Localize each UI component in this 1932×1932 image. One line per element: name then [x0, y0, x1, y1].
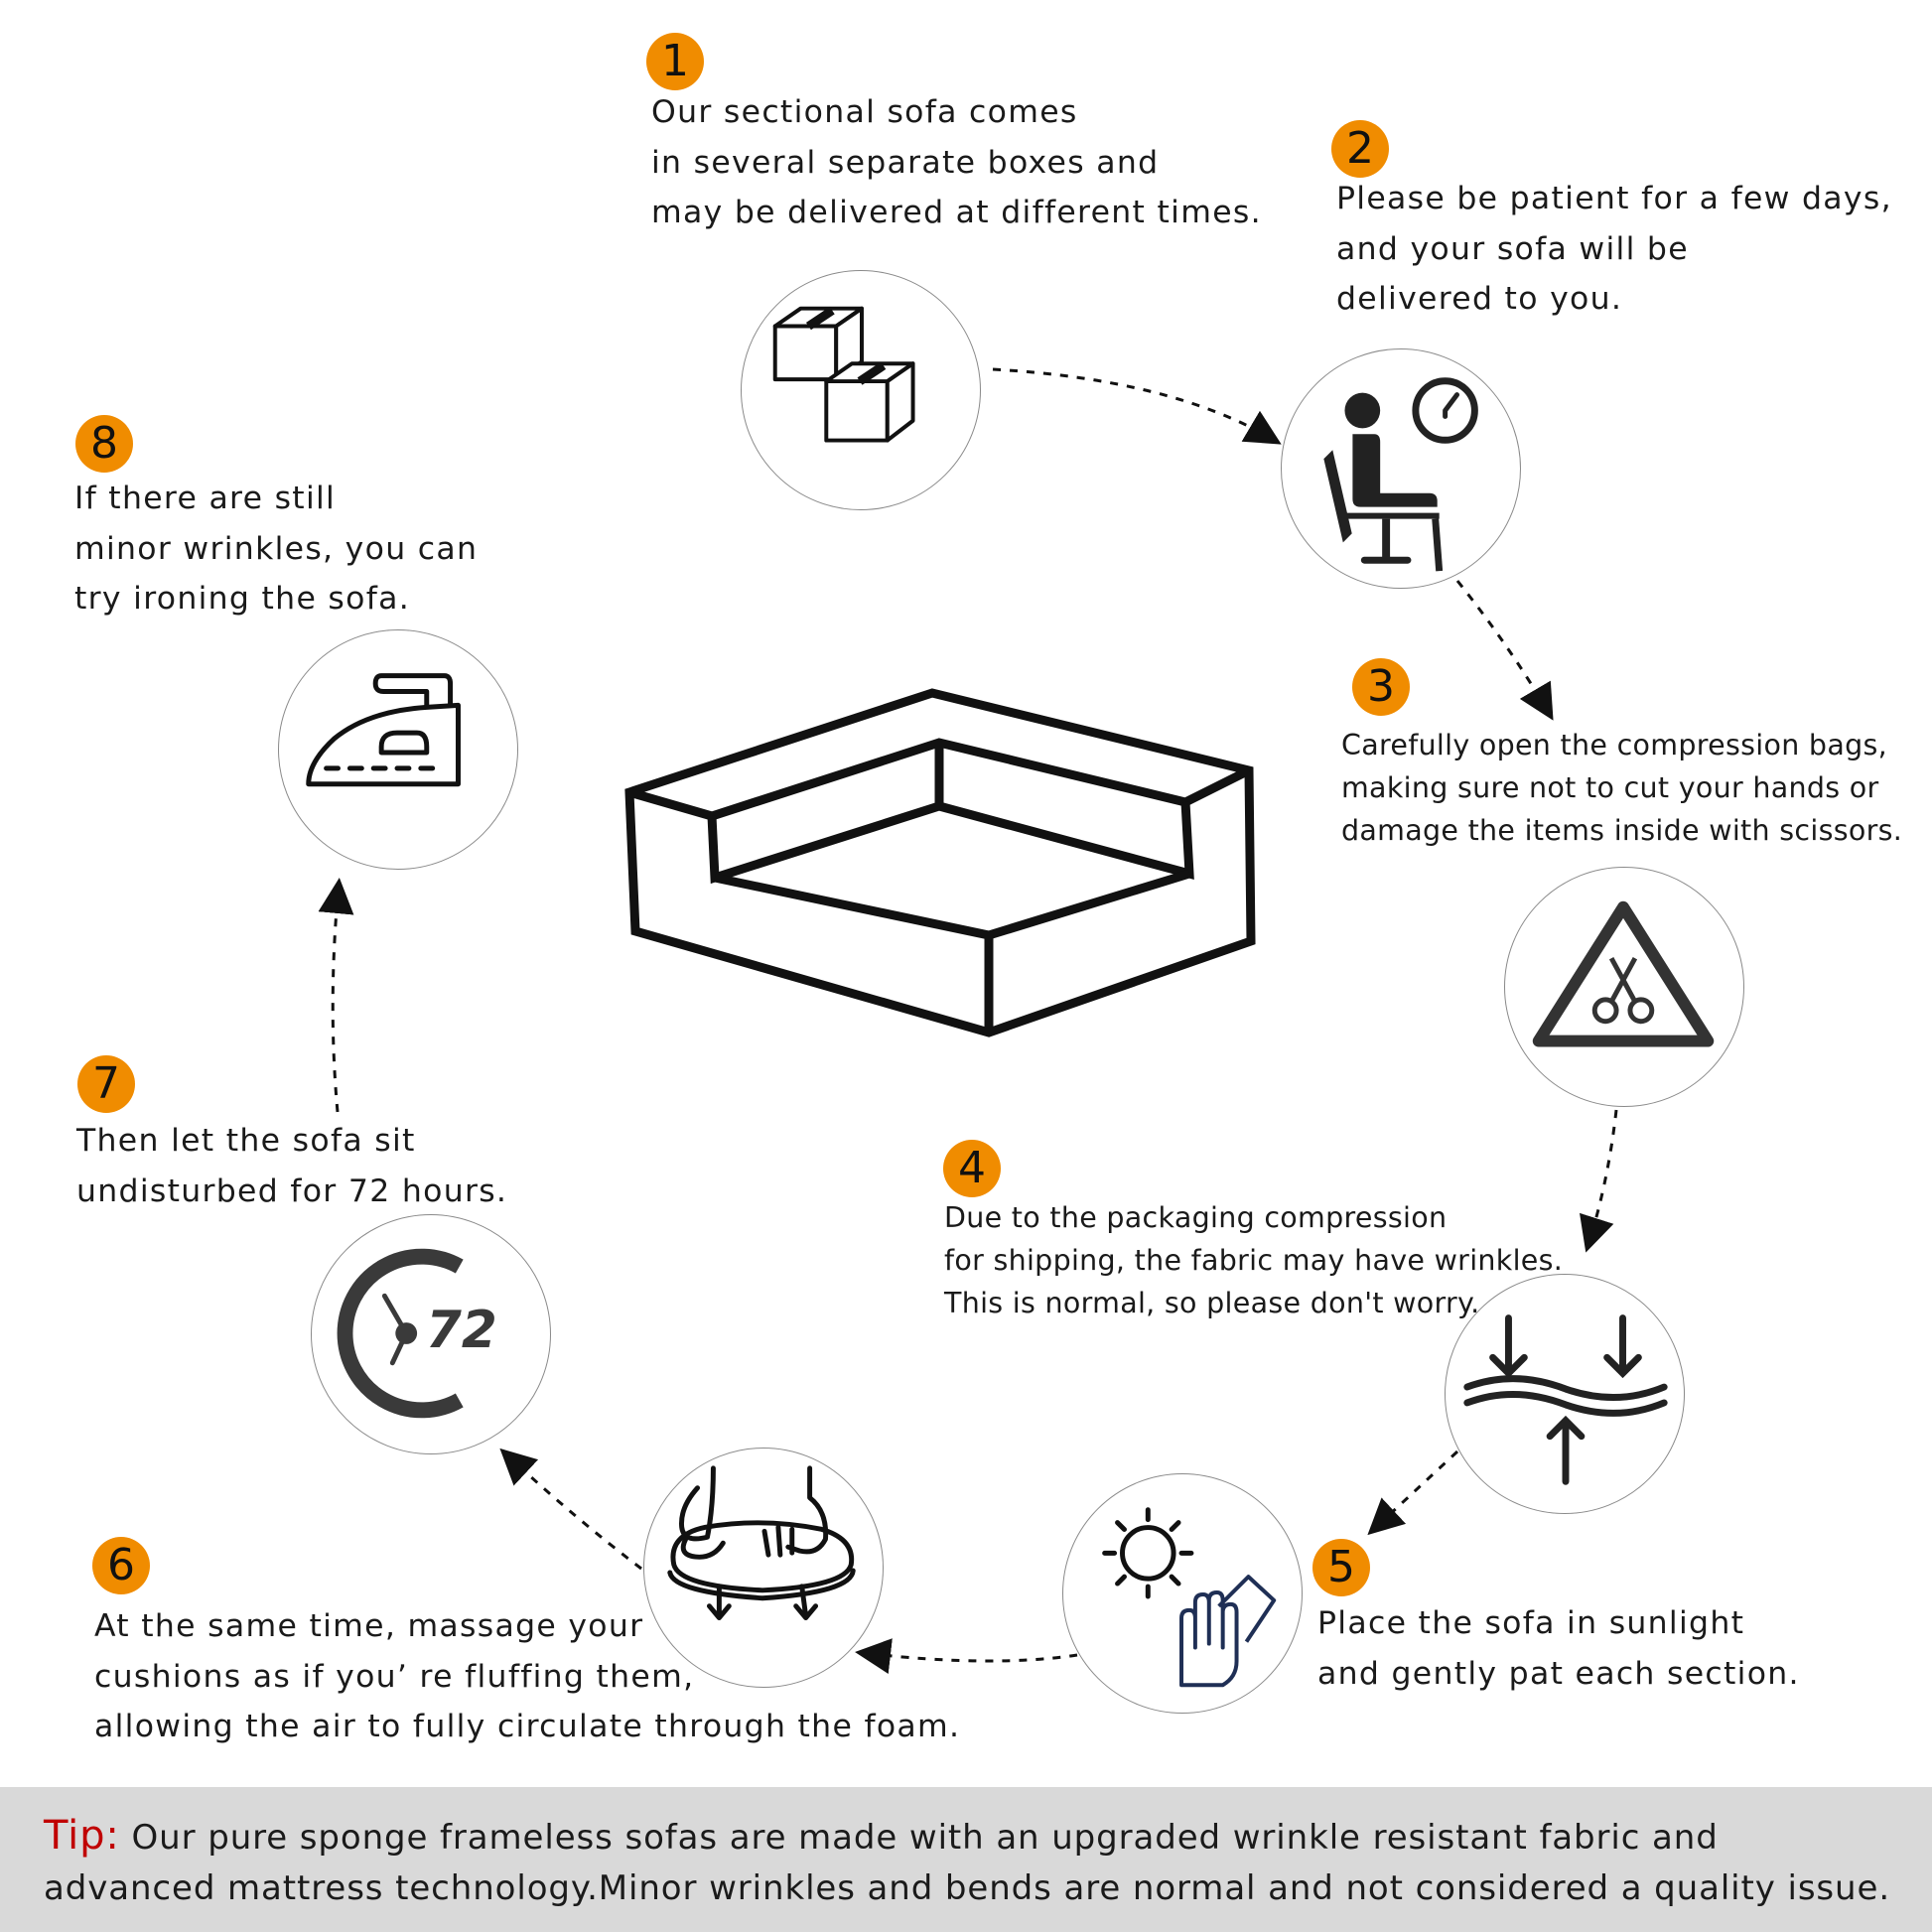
arrow-6-to-7	[499, 1448, 642, 1571]
step-7-text: Then let the sofa sit undisturbed for 72…	[76, 1116, 507, 1216]
waiting-person-icon	[1281, 348, 1521, 589]
tip-line-2: advanced mattress technology.Minor wrink…	[44, 1868, 1890, 1908]
step-4-text: Due to the packaging compression for shi…	[944, 1196, 1563, 1324]
step-8-line: If there are still	[74, 481, 337, 516]
arrow-1-to-2	[992, 367, 1282, 445]
arrow-2-to-3	[1455, 580, 1554, 721]
72-hours-clock-icon: 72	[311, 1214, 551, 1454]
step-5-line: Place the sofa in sunlight	[1317, 1605, 1745, 1641]
step-6-text: At the same time, massage your cushions …	[94, 1601, 960, 1752]
step-4-line: Due to the packaging compression	[944, 1201, 1448, 1234]
step-5-line: and gently pat each section.	[1317, 1655, 1800, 1692]
scissors-warning-icon	[1504, 867, 1744, 1107]
step-5-badge: 5	[1312, 1539, 1370, 1596]
step-3-line: making sure not to cut your hands or	[1341, 771, 1879, 804]
step-7-line: Then let the sofa sit	[76, 1123, 416, 1159]
massage-cushion-icon	[643, 1448, 884, 1688]
step-2-badge: 2	[1331, 120, 1389, 178]
step-3-line: damage the items inside with scissors.	[1341, 814, 1903, 847]
step-8-line: minor wrinkles, you can	[74, 530, 479, 567]
arrow-4-to-5	[1367, 1449, 1459, 1536]
step-4-line: This is normal, so please don't worry.	[944, 1287, 1480, 1319]
step-7-line: undisturbed for 72 hours.	[76, 1173, 508, 1209]
step-2-line: delivered to you.	[1336, 281, 1623, 317]
arrow-5-to-6	[855, 1638, 1078, 1674]
step-1-line: in several separate boxes and	[651, 144, 1160, 181]
tip-label: Tip:	[44, 1813, 120, 1859]
tip-bar: Tip: Our pure sponge frameless sofas are…	[0, 1787, 1932, 1932]
step-1-text: Our sectional sofa comes in several sepa…	[651, 87, 1262, 238]
iron-icon	[278, 629, 518, 870]
step-6-line: allowing the air to fully circulate thro…	[94, 1709, 961, 1744]
72-label: 72	[426, 1301, 497, 1360]
step-1-badge: 1	[646, 33, 704, 90]
step-7-badge: 7	[77, 1055, 135, 1113]
step-3-badge: 3	[1352, 658, 1410, 716]
step-5-text: Place the sofa in sunlight and gently pa…	[1317, 1598, 1800, 1699]
step-8-badge: 8	[75, 415, 133, 473]
step-2-text: Please be patient for a few days, and yo…	[1336, 174, 1892, 325]
step-6-line: At the same time, massage your	[94, 1608, 644, 1644]
step-6-badge: 6	[92, 1537, 150, 1594]
sun-and-hand-icon	[1062, 1473, 1303, 1714]
tip-line-1: Tip: Our pure sponge frameless sofas are…	[44, 1813, 1719, 1859]
compression-icon	[1445, 1274, 1685, 1514]
boxes-icon	[741, 270, 981, 510]
step-1-line: may be delivered at different times.	[651, 195, 1262, 230]
step-8-text: If there are still minor wrinkles, you c…	[74, 474, 478, 624]
step-1-line: Our sectional sofa comes	[651, 94, 1078, 130]
tip-text-1: Our pure sponge frameless sofas are made…	[131, 1818, 1719, 1858]
step-8-line: try ironing the sofa.	[74, 581, 411, 617]
arrow-3-to-4	[1580, 1109, 1618, 1253]
step-2-line: and your sofa will be	[1336, 230, 1689, 267]
step-3-text: Carefully open the compression bags, mak…	[1341, 724, 1902, 852]
step-6-line: cushions as if you’ re fluffing them,	[94, 1658, 695, 1695]
step-4-badge: 4	[943, 1140, 1001, 1197]
step-3-line: Carefully open the compression bags,	[1341, 729, 1887, 761]
step-2-line: Please be patient for a few days,	[1336, 181, 1892, 216]
tip-text-2: advanced mattress technology.Minor wrink…	[44, 1868, 1891, 1908]
step-4-line: for shipping, the fabric may have wrinkl…	[944, 1244, 1564, 1277]
